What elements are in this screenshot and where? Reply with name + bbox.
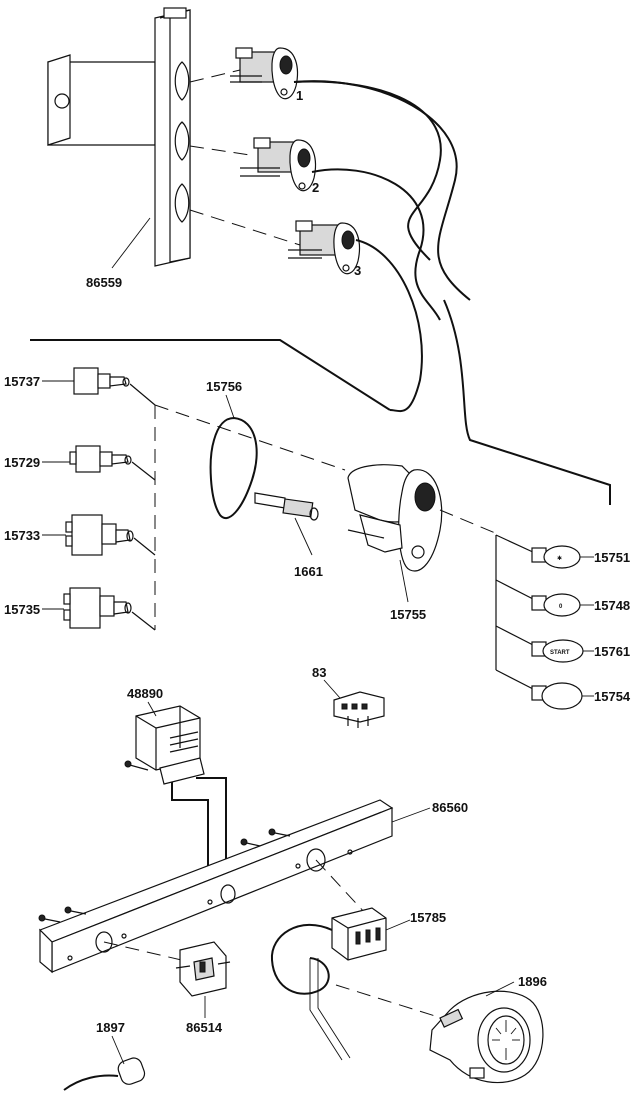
switch-housing-15755 bbox=[347, 464, 501, 603]
label-15755: 15755 bbox=[390, 607, 426, 622]
label-86559: 86559 bbox=[86, 275, 122, 290]
connector-83 bbox=[323, 679, 385, 728]
svg-text:✱: ✱ bbox=[557, 555, 562, 562]
label-15756: 15756 bbox=[206, 379, 242, 394]
sensor-1897 bbox=[63, 1035, 146, 1091]
switch-assembly-1 bbox=[230, 47, 299, 100]
wiring-top bbox=[30, 80, 611, 505]
position-number-3: 3 bbox=[354, 263, 361, 278]
label-86514: 86514 bbox=[186, 1020, 223, 1035]
label-1897: 1897 bbox=[96, 1020, 125, 1035]
timer-1896 bbox=[429, 981, 544, 1084]
gasket-15756 bbox=[209, 394, 258, 520]
label-15761: 15761 bbox=[594, 644, 630, 659]
label-15733: 15733 bbox=[4, 528, 40, 543]
label-1661: 1661 bbox=[294, 564, 323, 579]
switch-guides-left bbox=[129, 383, 346, 631]
label-15735: 15735 bbox=[4, 602, 40, 617]
label-15751: 15751 bbox=[594, 550, 630, 565]
label-48890: 48890 bbox=[127, 686, 163, 701]
rocker-switch-15729 bbox=[42, 445, 132, 473]
zero-text: 0 bbox=[559, 604, 563, 610]
label-15748: 15748 bbox=[594, 598, 630, 613]
pin-1661 bbox=[254, 492, 319, 556]
label-15754: 15754 bbox=[594, 689, 631, 704]
label-86560: 86560 bbox=[432, 800, 468, 815]
position-number-1: 1 bbox=[296, 88, 303, 103]
rocker-switch-15737 bbox=[42, 367, 130, 395]
bracket-86559 bbox=[47, 7, 301, 269]
label-15729: 15729 bbox=[4, 455, 40, 470]
switch-assembly-3 bbox=[288, 220, 361, 275]
position-number-2: 2 bbox=[312, 180, 319, 195]
button-cap-15748: 0 bbox=[531, 593, 581, 617]
switch-assembly-2 bbox=[240, 137, 317, 192]
connector-15785 bbox=[270, 907, 449, 1061]
label-83: 83 bbox=[312, 665, 326, 680]
label-15785: 15785 bbox=[410, 910, 446, 925]
button-cap-15751: ✱ bbox=[531, 545, 581, 569]
relay-48890 bbox=[124, 701, 227, 880]
rail-86560 bbox=[38, 799, 431, 974]
button-cap-15754 bbox=[531, 682, 583, 710]
label-1896: 1896 bbox=[518, 974, 547, 989]
button-cap-15761: START bbox=[531, 639, 584, 663]
button-caps-right bbox=[495, 534, 536, 691]
start-text: START bbox=[550, 650, 570, 656]
rocker-switch-86514 bbox=[175, 941, 231, 1018]
label-15737: 15737 bbox=[4, 374, 40, 389]
rocker-switch-15733 bbox=[42, 514, 134, 556]
rocker-switch-15735 bbox=[42, 587, 132, 629]
